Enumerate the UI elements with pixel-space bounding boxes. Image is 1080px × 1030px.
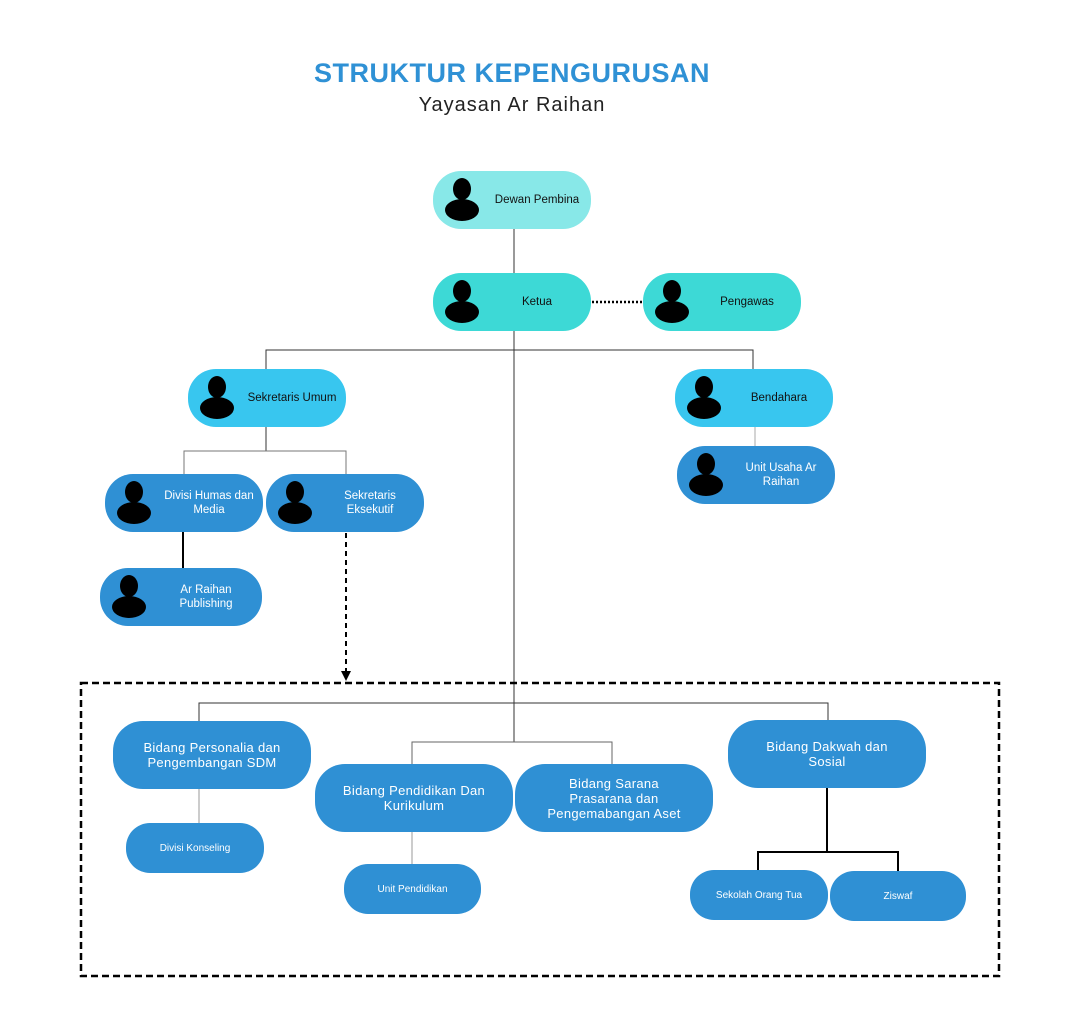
node-label: Ar Raihan Publishing: [179, 584, 233, 610]
person-icon: [117, 481, 151, 525]
chart-title: STRUKTUR KEPENGURUSAN: [313, 58, 710, 88]
person-icon: [445, 178, 479, 222]
node-unit-pendidikan[interactable]: Unit Pendidikan: [344, 864, 481, 914]
node-ziswaf[interactable]: Ziswaf: [830, 871, 966, 921]
node-divisi-konseling[interactable]: Divisi Konseling: [126, 823, 264, 873]
person-icon: [112, 575, 146, 619]
connector: [757, 851, 899, 871]
node-bendahara[interactable]: Bendahara: [675, 369, 833, 427]
node-label: Bidang Personalia dan Pengembangan SDM: [143, 740, 281, 770]
node-label: Divisi Humas dan Media: [164, 490, 254, 516]
node-sekretaris-eksekutif[interactable]: Sekretaris Eksekutif: [266, 474, 424, 532]
person-icon: [278, 481, 312, 525]
node-ar-raihan-publishing[interactable]: Ar Raihan Publishing: [100, 568, 262, 626]
node-sekolah-orang-tua[interactable]: Sekolah Orang Tua: [690, 870, 828, 920]
node-label: Bidang Pendidikan Dan Kurikulum: [342, 783, 486, 813]
node-bidang-sarana[interactable]: Bidang Sarana Prasarana dan Pengemabanga…: [515, 764, 713, 832]
node-label: Unit Pendidikan: [377, 883, 448, 895]
person-icon: [689, 453, 723, 497]
arrow-head-icon: [341, 671, 351, 681]
node-label: Dewan Pembina: [494, 194, 580, 206]
node-label: Sekretaris Eksekutif: [344, 490, 396, 516]
connector: [198, 702, 829, 721]
person-icon: [445, 280, 479, 324]
person-icon: [200, 376, 234, 420]
node-dewan-pembina[interactable]: Dewan Pembina: [433, 171, 591, 229]
node-label: Pengawas: [720, 296, 774, 308]
node-label: Sekolah Orang Tua: [715, 889, 803, 901]
connector: [265, 349, 754, 369]
node-label: Ketua: [521, 296, 553, 308]
node-label: Bidang Dakwah dan Sosial: [766, 739, 888, 769]
node-label: Bendahara: [750, 392, 808, 404]
connector: [411, 741, 613, 764]
node-label: Ziswaf: [883, 890, 913, 902]
person-icon: [687, 376, 721, 420]
node-label: Sekretaris Umum: [247, 392, 337, 404]
chart-subtitle: Yayasan Ar Raihan: [418, 94, 606, 116]
node-ketua[interactable]: Ketua: [433, 273, 591, 331]
connector: [183, 450, 347, 474]
node-divisi-humas[interactable]: Divisi Humas dan Media: [105, 474, 263, 532]
node-label: Divisi Konseling: [159, 842, 231, 854]
node-pengawas[interactable]: Pengawas: [643, 273, 801, 331]
node-unit-usaha[interactable]: Unit Usaha Ar Raihan: [677, 446, 835, 504]
node-sekretaris-umum[interactable]: Sekretaris Umum: [188, 369, 346, 427]
node-label: Unit Usaha Ar Raihan: [745, 462, 817, 488]
person-icon: [655, 280, 689, 324]
node-label: Bidang Sarana Prasarana dan Pengemabanga…: [547, 775, 681, 821]
node-bidang-dakwah[interactable]: Bidang Dakwah dan Sosial: [728, 720, 926, 788]
node-bidang-pendidikan[interactable]: Bidang Pendidikan Dan Kurikulum: [315, 764, 513, 832]
node-bidang-personalia[interactable]: Bidang Personalia dan Pengembangan SDM: [113, 721, 311, 789]
